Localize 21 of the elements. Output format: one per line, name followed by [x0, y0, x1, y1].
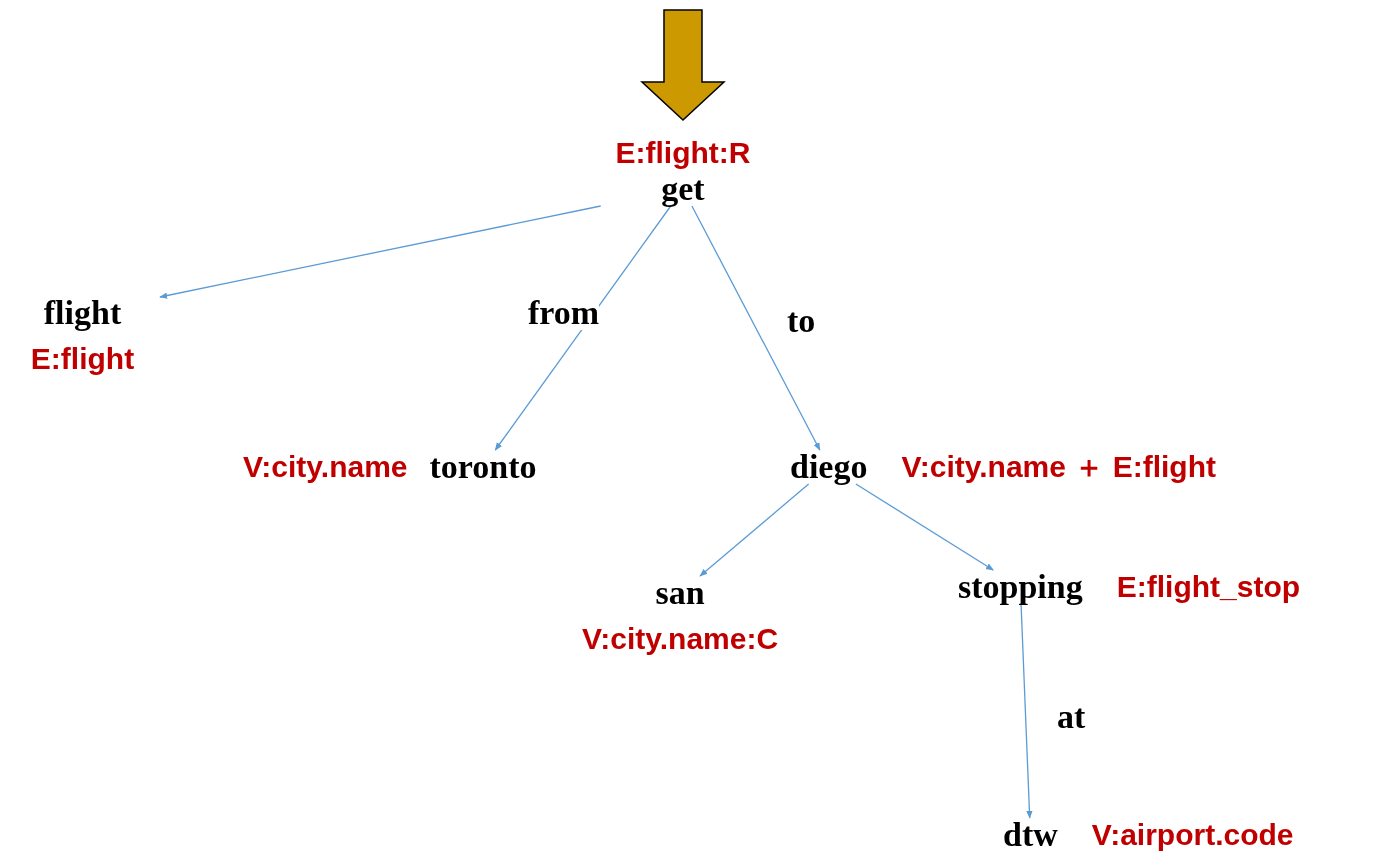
arrow: [855, 483, 994, 571]
semantic-tag: E:flight:R: [615, 138, 751, 168]
word-label: san: [655, 576, 705, 610]
arrow: [159, 205, 602, 299]
semantic-tag: V:city.name:C: [581, 624, 779, 654]
arrow: [691, 205, 821, 451]
word-label: toronto: [429, 450, 537, 484]
arrow: [699, 483, 810, 577]
semantic-tag: V:city.name: [243, 452, 408, 482]
word-label: stopping: [958, 570, 1083, 604]
semantic-tag: E:flight_stop: [1116, 572, 1301, 602]
word-label: diego: [790, 450, 868, 484]
word-label: get: [661, 172, 705, 206]
arrow: [494, 205, 672, 451]
arrow: [1020, 603, 1033, 819]
semantic-tag: E:flight: [30, 344, 135, 374]
word-label: dtw: [1003, 818, 1058, 852]
semantic-tag: V:airport.code: [1091, 820, 1294, 850]
block-arrow: [640, 9, 726, 122]
word-label: flight: [43, 296, 122, 330]
semantic-tag: V:city.name ＋ E:flight: [901, 452, 1216, 482]
